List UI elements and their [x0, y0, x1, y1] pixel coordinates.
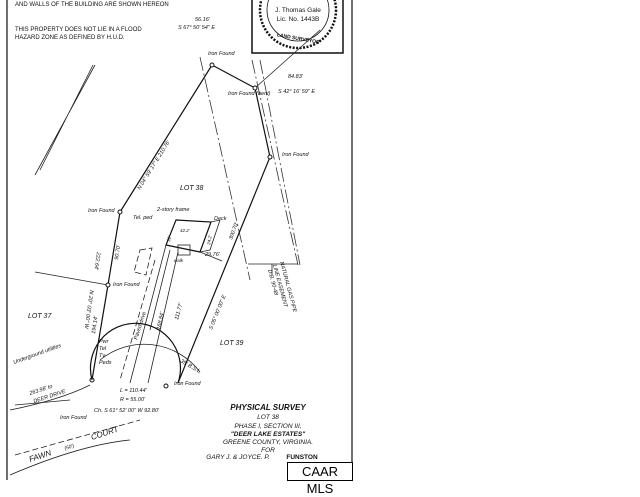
underground-label: Underground utilities: [13, 343, 63, 366]
seal-license: Lic. No. 1443B: [277, 16, 320, 23]
survey-plat: AND WALLS OF THE BUILDING ARE SHOWN HERE…: [6, 0, 353, 480]
boundary-east: [177, 64, 271, 384]
label-iron-found: Iron Found: [208, 51, 236, 57]
road-edge-south: [9, 439, 131, 476]
house-side: 31': [166, 235, 172, 242]
east-bearing: S 05° 00' 00" E: [208, 294, 228, 331]
curve-length: L = 110.44': [120, 388, 148, 394]
mls-watermark: CAAR MLS: [287, 462, 353, 496]
north-arrow: [34, 64, 96, 176]
tel-ped: Tel. ped: [133, 215, 153, 221]
house-distance: 111.77': [174, 302, 184, 321]
west-total: 222.64': [92, 251, 101, 271]
east-distance: 300.70': [228, 221, 240, 241]
leader-line: [254, 29, 321, 89]
lot-39-label: LOT 39: [220, 340, 243, 347]
tel-label: Tel: [99, 346, 107, 352]
lot37-line: [34, 271, 109, 286]
deck-label: Deck: [214, 216, 227, 222]
title-line-7a: GARY J. & JOYCE. P.: [206, 454, 270, 461]
west-bearing: N 20° 03' 00" W: [83, 290, 94, 330]
nw-bearing: N 04° 59' 17" E 210.76': [137, 139, 173, 191]
tv-label: Tv: [99, 353, 106, 359]
setback-line: [199, 56, 251, 281]
ne-distance: 84.83': [288, 74, 304, 80]
road-edge-north: [9, 384, 91, 411]
surveyor-seal: J. Thomas Gale Lic. No. 1443B LAND SURVE…: [251, 0, 344, 54]
road-width: (50'): [64, 443, 76, 452]
cul-de-sac: [89, 322, 182, 384]
curve-radius: R = 55.00': [120, 397, 146, 403]
title-line-4: "DEER LAKE ESTATES": [231, 431, 306, 438]
road-centerline: [14, 419, 141, 456]
lot-38-label: LOT 38: [180, 185, 203, 192]
label-iron-found: Iron Found: [113, 282, 141, 288]
label-iron-found: Iron Found: [282, 152, 310, 158]
road-name-3: COURT: [90, 424, 121, 442]
house-footprint: [119, 219, 223, 384]
drive-distance: 168.84': [156, 311, 166, 331]
seal-name: J. Thomas Gale: [275, 7, 321, 14]
top-bearing: S 67° 50' 54" E: [178, 25, 215, 31]
walk-label: walk: [174, 258, 184, 263]
setback-arc: [99, 343, 201, 373]
title-line-2: LOT 38: [257, 414, 279, 421]
walls-note: AND WALLS OF THE BUILDING ARE SHOWN HERE…: [15, 2, 169, 8]
label-iron-found-bent: Iron Found (bent): [228, 91, 271, 97]
pwr-label: Pwr: [99, 339, 110, 345]
boundary-west: [91, 64, 213, 381]
flood-note-2: HAZARD ZONE AS DEFINED BY H.U.D.: [15, 35, 125, 41]
title-line-7b: FUNSTON: [286, 454, 318, 461]
easement-line-2: [259, 59, 301, 266]
title-line-3: PHASE I, SECTION III,: [234, 423, 301, 430]
title-line-1: PHYSICAL SURVEY: [230, 403, 306, 412]
easement-line-1: [251, 59, 299, 266]
title-line-5: GREENE COUNTY, VIRGINIA.: [223, 439, 313, 446]
iron-pins: [89, 62, 273, 389]
lot-37-label: LOT 37: [28, 313, 52, 320]
west-lower: 194.14': [91, 315, 100, 334]
flood-note-1: THIS PROPERTY DOES NOT LIE IN A FLOOD: [15, 27, 142, 33]
house-offset: 29.76': [204, 252, 221, 258]
label-iron-found: Iron Found: [88, 208, 116, 214]
label-iron-found: Iron Found: [60, 415, 88, 421]
west-distance: 90.70': [114, 244, 122, 260]
peds-label: Peds: [99, 360, 112, 366]
label-iron-found: Iron Found: [174, 381, 202, 387]
title-line-6: FOR: [261, 447, 275, 454]
deer-drive-arrow: [14, 399, 71, 406]
road-name-1: FAWN: [28, 448, 53, 464]
house-width: 42.2': [180, 228, 190, 233]
title-block: PHYSICAL SURVEY LOT 38 PHASE I, SECTION …: [206, 403, 318, 461]
house-depth: 24.2': [206, 235, 213, 246]
house-label: 2-story frame: [156, 207, 189, 213]
curve-chord: Ch. S 61° 52' 00" W 92.80': [94, 408, 160, 414]
ne-bearing: S 42° 16' 59" E: [278, 89, 315, 95]
top-distance: 56.16': [195, 17, 211, 23]
